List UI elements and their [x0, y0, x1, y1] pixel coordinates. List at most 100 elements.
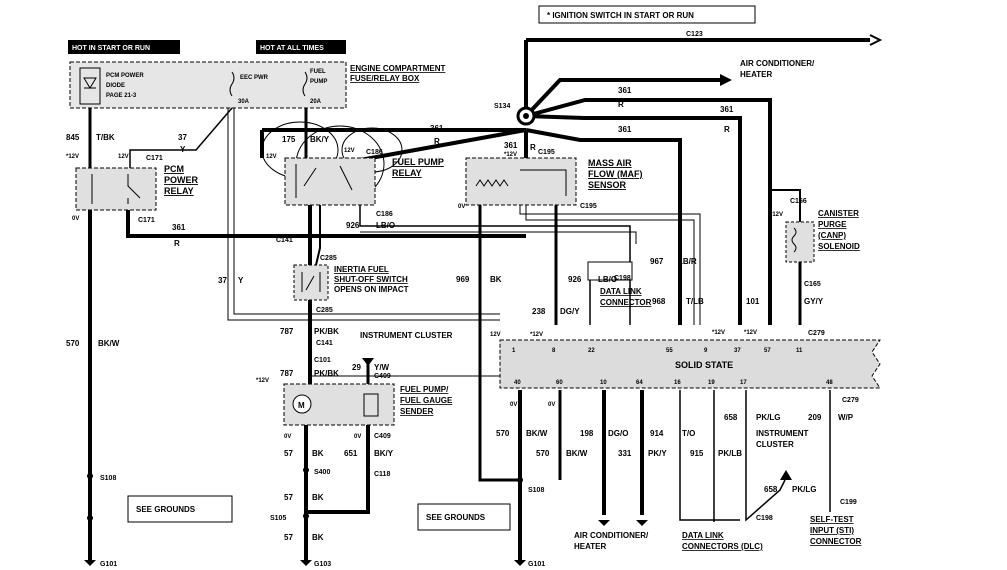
v12-ss-4: *12V: [744, 330, 757, 336]
wire-361-color-3: R: [724, 125, 730, 134]
conn-c171b: C171: [138, 217, 155, 224]
v0-pcm: 0V: [72, 216, 79, 222]
fuel-sender-label-1: FUEL PUMP/: [400, 385, 449, 394]
fuel-amp-label: 20A: [310, 99, 322, 105]
conn-c186b: C186: [376, 211, 393, 218]
wire-787-num: 787: [280, 327, 294, 336]
wire-37b-color: Y: [238, 276, 244, 285]
wire-361-num-6: 361: [172, 223, 186, 232]
wire-926b-num: 926: [568, 275, 582, 284]
wire-845-num: 845: [66, 133, 80, 142]
wire-57-num-2: 57: [284, 493, 293, 502]
wire-209-color: W/P: [838, 413, 854, 422]
see-grounds-2: SEE GROUNDS: [426, 513, 486, 522]
wire-570b-color: BK/W: [526, 429, 548, 438]
pin-top-22: 22: [588, 348, 595, 354]
conn-c195a: C195: [538, 149, 555, 156]
wire-57-num-3: 57: [284, 533, 293, 542]
wire-361-color-1: R: [434, 137, 440, 146]
pin-top-37: 37: [734, 348, 741, 354]
wire-926b-color: LB/O: [598, 275, 617, 284]
wire-658b-color: PK/LG: [792, 485, 816, 494]
v12b-pcm: 12V: [118, 154, 129, 160]
wire-361-num-3: 361: [720, 105, 734, 114]
ac-heater-bottom-2: HEATER: [574, 542, 607, 551]
dlc-bottom-2: CONNECTORS (DLC): [682, 542, 763, 551]
wire-361-num-2: 361: [618, 86, 632, 95]
sti-label-2: INPUT (STI): [810, 526, 854, 535]
wire-57-num-1: 57: [284, 449, 293, 458]
wire-914-num: 914: [650, 429, 664, 438]
fuse-box-diode-label-1: PCM POWER: [106, 73, 144, 79]
wire-787-color: PK/BK: [314, 327, 339, 336]
conn-c198b: C198: [756, 515, 773, 522]
fuse-box-label-2: FUSE/RELAY BOX: [350, 74, 420, 83]
fuse-box-diode-label-2: DIODE: [106, 83, 125, 89]
instrument-cluster-mid: INSTRUMENT CLUSTER: [360, 331, 453, 340]
wire-198-color: DG/O: [608, 429, 628, 438]
wire-331-num: 331: [618, 449, 632, 458]
hot-start-run-label: HOT IN START OR RUN: [72, 45, 150, 52]
ac-heater-bottom-1: AIR CONDITIONER/: [574, 531, 649, 540]
dlc-conn-label-1: DATA LINK: [600, 287, 642, 296]
wire-361-color-4: R: [530, 143, 536, 152]
v12-relay-1: 12V: [266, 154, 277, 160]
conn-c195b: C195: [580, 203, 597, 210]
wire-175-num: 175: [282, 135, 296, 144]
dlc-conn-label-2: CONNECTOR: [600, 298, 652, 307]
conn-g101b: G101: [528, 561, 545, 568]
wire-37b-num: 37: [218, 276, 227, 285]
v12-ss-3: *12V: [712, 330, 725, 336]
wire-361-num-5: 361: [504, 141, 518, 150]
pin-bot-64: 64: [636, 380, 643, 386]
v12-ss-1: 12V: [490, 332, 501, 338]
wire-361-num-1: 361: [430, 124, 444, 133]
wire-968-color: T/LB: [686, 297, 704, 306]
pin-bot-10: 10: [600, 380, 607, 386]
inertia-label-3: OPENS ON IMPACT: [334, 285, 409, 294]
v0-sender-1: 0V: [284, 434, 291, 440]
conn-s400: S400: [314, 469, 330, 476]
wire-787b-num: 787: [280, 369, 294, 378]
v12-ss-2: *12V: [530, 332, 543, 338]
wire-570-color: BK/W: [98, 339, 120, 348]
wire-198-num: 198: [580, 429, 594, 438]
wire-969-num: 969: [456, 275, 470, 284]
canp-label-1: CANISTER: [818, 209, 859, 218]
wire-915-color: PK/LB: [718, 449, 742, 458]
wire-331-color: PK/Y: [648, 449, 667, 458]
fuel-relay-label-1: FUEL PUMP: [392, 157, 444, 167]
conn-g101a: G101: [100, 561, 117, 568]
wire-57-color-3: BK: [312, 533, 324, 542]
v12-maf: *12V: [504, 152, 517, 158]
wire-914-color: T/O: [682, 429, 695, 438]
conn-s134: S134: [494, 103, 510, 110]
ac-heater-top-1: AIR CONDITIONER/: [740, 59, 815, 68]
pin-top-55: 55: [666, 348, 673, 354]
conn-c409b: C409: [374, 433, 391, 440]
wire-101-color: GY/Y: [804, 297, 824, 306]
eec-amp-label: 30A: [238, 99, 250, 105]
wire-29-color: Y/W: [374, 363, 390, 372]
fuse-box-diode-label-3: PAGE 21-3: [106, 93, 137, 99]
wire-915-num: 915: [690, 449, 704, 458]
instrument-cluster-right-1: INSTRUMENT: [756, 429, 809, 438]
wire-37-num: 37: [178, 133, 187, 142]
wire-967-color: LB/R: [678, 257, 697, 266]
wire-175-color: BK/Y: [310, 135, 330, 144]
solid-state-label: SOLID STATE: [675, 360, 733, 370]
conn-c141b: C141: [316, 340, 333, 347]
ac-heater-top-2: HEATER: [740, 70, 773, 79]
v12-pcm: *12V: [66, 154, 79, 160]
wire-57-color-2: BK: [312, 493, 324, 502]
wire-658-color: PK/LG: [756, 413, 780, 422]
wire-570c-color: BK/W: [566, 449, 588, 458]
conn-g103: G103: [314, 561, 331, 568]
eec-pwr-label: EEC PWR: [240, 75, 269, 81]
pin-top-8: 8: [552, 348, 556, 354]
pin-bot-40: 40: [514, 380, 521, 386]
wire-926-color: LB/O: [376, 221, 395, 230]
wire-845-color: T/BK: [96, 133, 115, 142]
pin-bot-48: 48: [826, 380, 833, 386]
